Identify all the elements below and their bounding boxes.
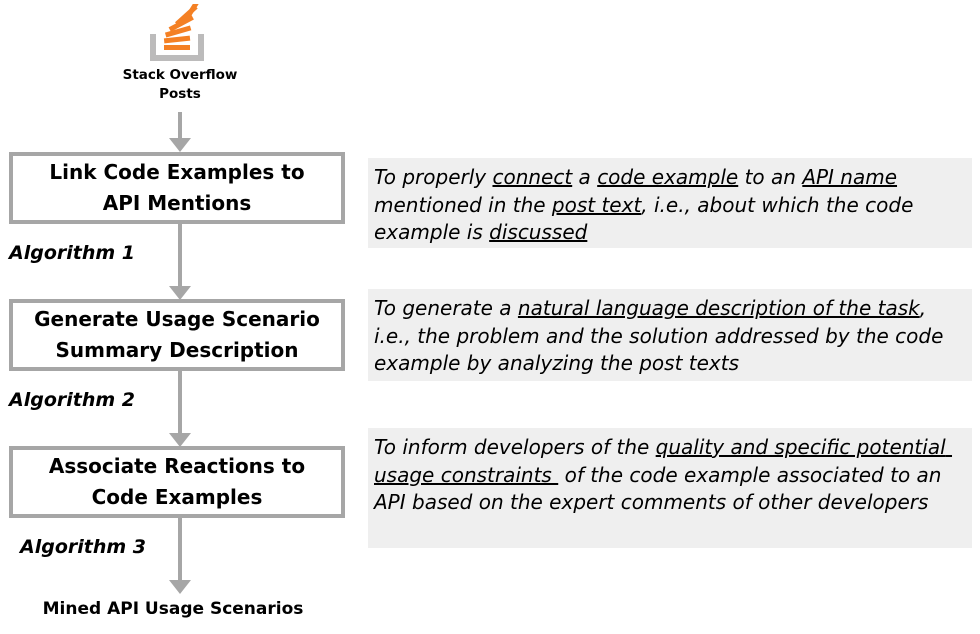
underlined-phrase: natural language description of the task bbox=[517, 296, 920, 320]
underlined-phrase: quality and specific potential usage con… bbox=[374, 435, 953, 487]
description-text: a bbox=[572, 165, 598, 189]
arrow-down-icon bbox=[169, 138, 191, 152]
underlined-phrase: API name bbox=[802, 165, 898, 189]
arrow-down-icon bbox=[169, 580, 191, 594]
underlined-phrase: connect bbox=[492, 165, 573, 189]
step-box-associate-reactions: Associate Reactions to Code Examples bbox=[9, 446, 345, 518]
description-text: To generate a bbox=[374, 296, 518, 320]
step-description: To inform developers of the quality and … bbox=[368, 428, 972, 548]
algorithm-label: Algorithm 2 bbox=[9, 389, 135, 411]
stack-overflow-logo-icon bbox=[147, 0, 211, 62]
arrow-down-icon bbox=[169, 286, 191, 300]
step-title-line2: Summary Description bbox=[55, 338, 299, 362]
step-title-line1: Generate Usage Scenario bbox=[34, 307, 320, 331]
source-label: Stack Overflow Posts bbox=[90, 66, 270, 104]
source-label-line1: Stack Overflow bbox=[122, 67, 238, 83]
underlined-phrase: post text bbox=[551, 192, 642, 217]
algorithm-label: Algorithm 1 bbox=[9, 242, 135, 264]
output-label: Mined API Usage Scenarios bbox=[42, 599, 304, 619]
description-text: , i.e., about which the code example is bbox=[374, 192, 920, 245]
flow-arrow-3 bbox=[160, 371, 200, 447]
source-label-line2: Posts bbox=[159, 86, 201, 102]
description-text: To properly bbox=[374, 165, 493, 189]
underlined-phrase: code example bbox=[597, 165, 739, 189]
step-description: To properly connect a code example to an… bbox=[368, 158, 972, 248]
step-title-line1: Associate Reactions to bbox=[48, 454, 306, 478]
algorithm-label: Algorithm 3 bbox=[20, 536, 146, 558]
step-title-line1: Link Code Examples to bbox=[49, 160, 305, 184]
flow-arrow-2 bbox=[160, 224, 200, 300]
description-text: , i.e., the problem and the solution add… bbox=[374, 296, 950, 375]
description-text: of the code example associated to an API… bbox=[374, 462, 948, 515]
description-text: To inform developers of the bbox=[374, 435, 656, 459]
arrow-down-icon bbox=[169, 433, 191, 447]
step-box-generate-usage-scenario: Generate Usage Scenario Summary Descript… bbox=[9, 299, 345, 371]
step-title-line2: API Mentions bbox=[102, 191, 252, 215]
flow-arrow-4 bbox=[160, 518, 200, 594]
flow-arrow-1 bbox=[160, 112, 200, 152]
step-description: To generate a natural language descripti… bbox=[368, 289, 972, 381]
step-title-line2: Code Examples bbox=[91, 485, 263, 509]
description-text: mentioned in the bbox=[374, 165, 904, 217]
description-text: to an bbox=[738, 165, 803, 189]
underlined-phrase: discussed bbox=[489, 220, 588, 244]
step-box-link-code-examples: Link Code Examples to API Mentions bbox=[9, 152, 345, 224]
